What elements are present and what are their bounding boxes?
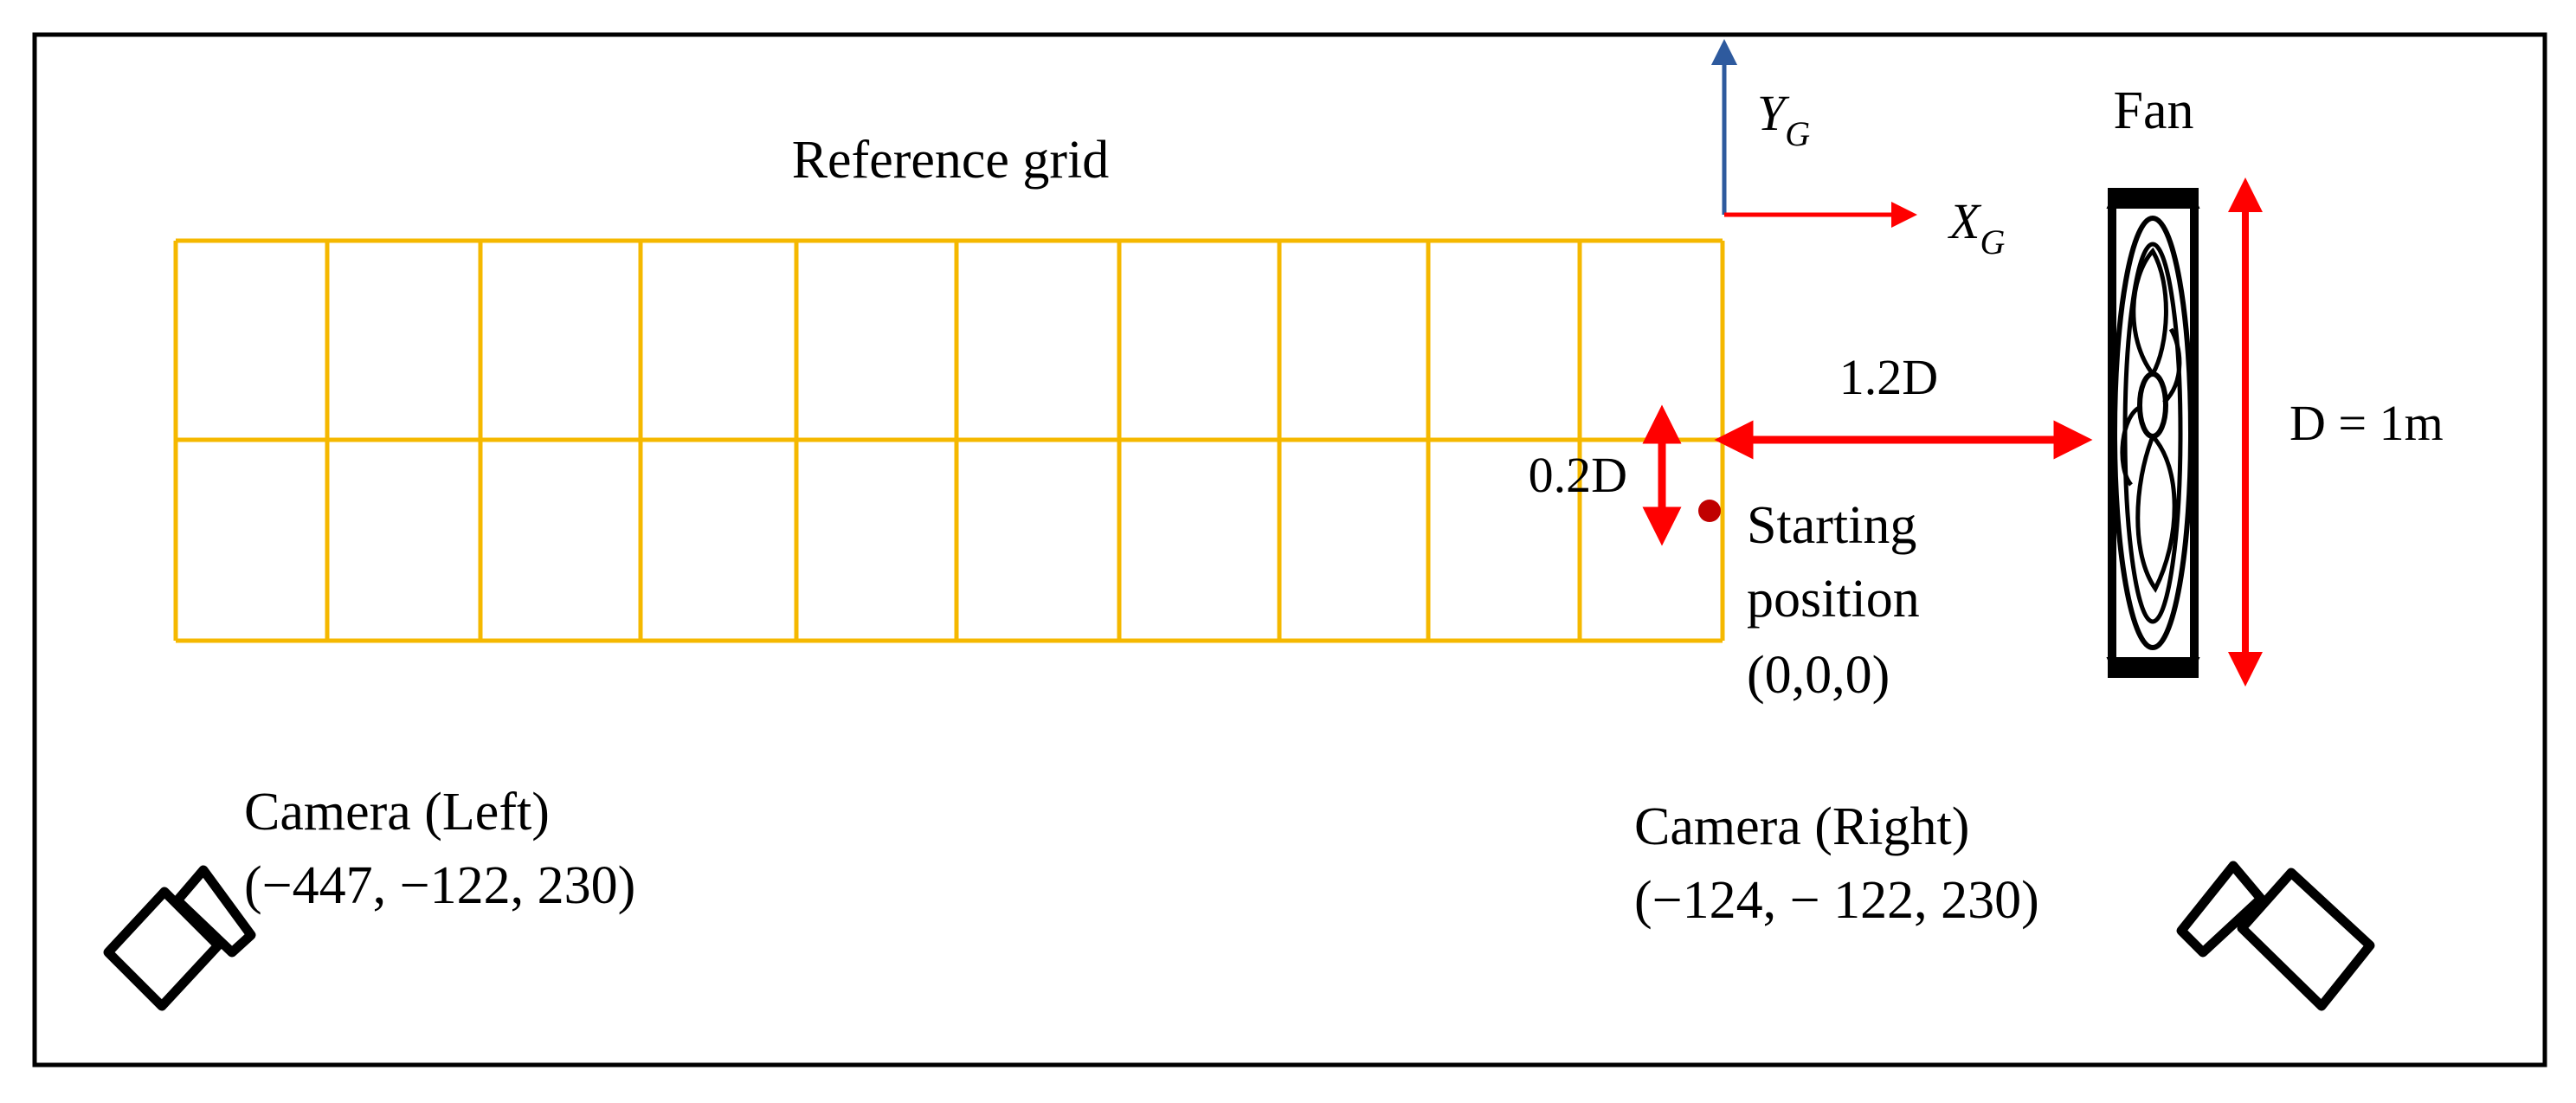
diagram-frame: [32, 32, 2547, 1068]
reference-grid-label: Reference grid: [792, 131, 1110, 190]
vertical-distance-label: 0.2D: [1529, 447, 1627, 503]
fan-icon: [2106, 188, 2200, 678]
horizontal-distance-label: 1.2D: [1839, 349, 1938, 405]
camera-right-label: Camera (Right) (−124, − 122, 230): [1634, 797, 2039, 930]
camera-right-icon: [2176, 861, 2375, 1011]
y-axis-label: YG: [1757, 85, 1810, 153]
diameter-label: D = 1m: [2289, 395, 2444, 451]
camera-left-icon: [103, 865, 256, 1011]
coordinate-axes: YG XG: [1711, 39, 2005, 261]
reference-grid: [173, 238, 1725, 643]
fan-label: Fan: [2114, 81, 2194, 140]
starting-position-marker: [1698, 500, 1721, 522]
camera-left-label: Camera (Left) (−447, −122, 230): [244, 783, 635, 915]
starting-position-label: Starting position (0,0,0): [1747, 496, 1933, 705]
x-axis-label: XG: [1948, 193, 2005, 261]
